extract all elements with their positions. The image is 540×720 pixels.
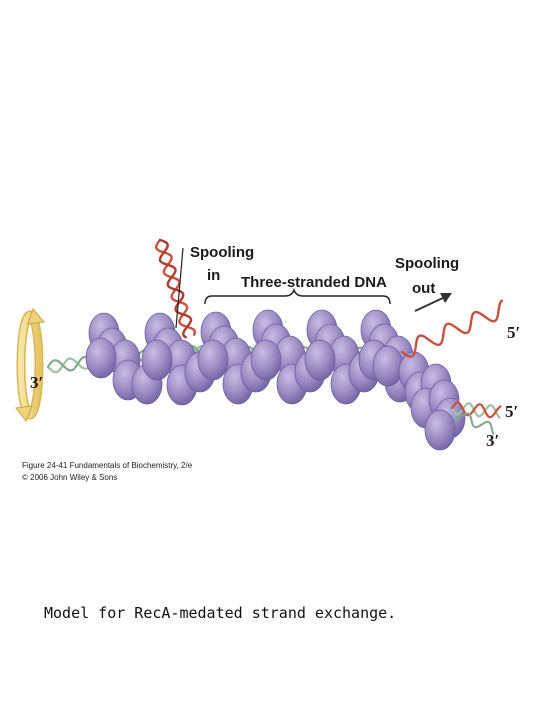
spooling-in-label-line2: in (207, 267, 220, 284)
dna-strands-front (400, 299, 504, 435)
reca-monomer (85, 337, 117, 379)
reca-monomer (372, 345, 404, 387)
bottom-right-3prime-label: 3′ (486, 431, 499, 450)
exiting-strand-green-lower (453, 412, 495, 435)
spooling-out-label-line2: out (412, 280, 435, 297)
reca-monomer (424, 409, 456, 451)
rotation-arrow-icon (15, 307, 45, 423)
figure-credit-line1: Figure 24-41 Fundamentals of Biochemistr… (22, 461, 193, 470)
spooling-in-label-line1: Spooling (190, 244, 254, 261)
spooling-in-strand-a (154, 238, 197, 336)
three-stranded-brace (204, 287, 391, 305)
spooling-in-strand-b (158, 238, 193, 339)
reca-filament (85, 309, 466, 451)
exiting-duplex-strand-green (450, 402, 501, 419)
top-right-5prime-label: 5′ (507, 323, 520, 342)
left-3prime-label: 3′ (30, 373, 43, 392)
reca-monomer (141, 339, 173, 381)
figure-credit-line2: © 2006 John Wiley & Sons (22, 473, 118, 482)
figure-credit: Figure 24-41 Fundamentals of Biochemistr… (22, 460, 192, 484)
reca-monomer (250, 339, 282, 381)
bottom-right-5prime-label: 5′ (505, 402, 518, 421)
figure-caption: Model for RecA-medated strand exchange. (44, 604, 397, 622)
spooling-out-arrow-icon (414, 293, 452, 312)
spooling-in-pointer (175, 247, 184, 329)
reca-monomer (197, 339, 229, 381)
exiting-duplex-strand-red (450, 401, 502, 419)
three-stranded-dna-label: Three-stranded DNA (241, 274, 387, 291)
spooling-out-label-line1: Spooling (395, 255, 459, 272)
spooling-out-strand-red (400, 299, 504, 358)
reca-monomer (304, 339, 336, 381)
